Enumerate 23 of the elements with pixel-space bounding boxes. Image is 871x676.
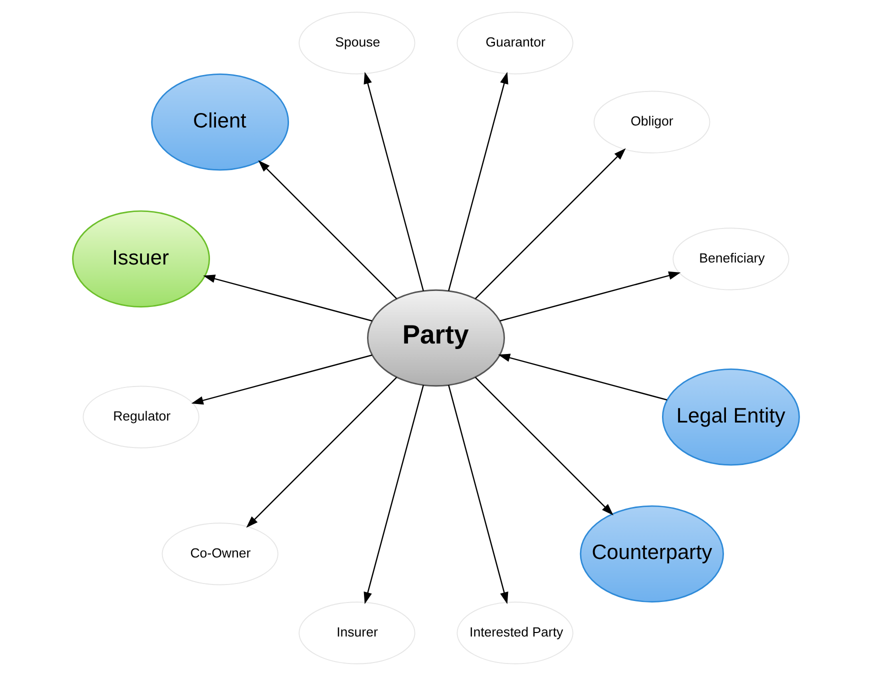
node-ellipse: Obligor: [593, 90, 710, 154]
arrow: [474, 148, 626, 300]
node-ellipse: Guarantor: [456, 12, 573, 74]
arrow: [499, 272, 680, 322]
node-ellipse: Regulator: [82, 386, 199, 448]
arrow: [363, 384, 424, 604]
arrow: [498, 354, 667, 400]
node-ellipse: Interested Party: [456, 602, 573, 664]
arrow: [363, 72, 424, 292]
arrow: [258, 160, 397, 300]
node-ellipse: Party: [366, 289, 504, 387]
arrow: [246, 376, 397, 528]
arrow: [202, 274, 372, 322]
arrow: [448, 384, 508, 604]
node-ellipse: Insurer: [298, 602, 415, 664]
arrow: [190, 354, 372, 404]
node-ellipse: Legal Entity: [662, 368, 800, 466]
node-ellipse: Issuer: [72, 210, 210, 308]
arrow: [474, 376, 613, 516]
arrow: [448, 72, 508, 292]
node-ellipse: Co-Owner: [161, 522, 278, 586]
node-ellipse: Beneficiary: [672, 228, 789, 290]
node-ellipse: Spouse: [298, 12, 415, 74]
